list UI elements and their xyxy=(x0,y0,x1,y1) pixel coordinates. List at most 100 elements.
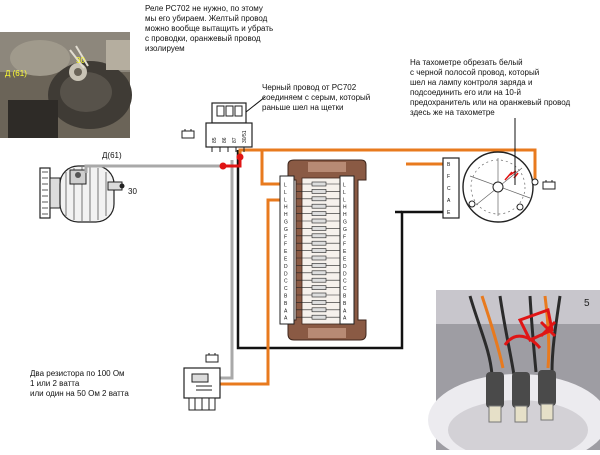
alternator-30-label: 30 xyxy=(128,187,137,196)
fuse-letter: A xyxy=(343,316,347,322)
resistor-note: Два резистора по 100 Ом 1 или 2 ватта ил… xyxy=(30,369,129,398)
fuse-right-strip xyxy=(339,175,355,325)
tachometer-photo: 5 xyxy=(428,290,600,455)
svg-text:шел на лампу контроля заряда и: шел на лампу контроля заряда и xyxy=(410,78,532,87)
fuse-element xyxy=(311,211,327,216)
fuse-letter: L xyxy=(343,197,346,203)
fuse-letter: B xyxy=(284,301,288,307)
fuse-left-strip xyxy=(279,175,295,325)
fuse-letter: B xyxy=(284,294,288,300)
fuse-element xyxy=(311,263,327,268)
tacho-note: На тахометре обрезать белый с черной пол… xyxy=(410,58,571,117)
leader-black-wire-note xyxy=(245,96,266,113)
fuse-letter: D xyxy=(284,264,288,270)
fuse-letter: H xyxy=(284,212,288,218)
svg-text:мы его убираем. Желтый провод: мы его убираем. Желтый провод xyxy=(145,14,268,23)
orange-wire-resistor xyxy=(218,198,285,386)
svg-text:с проводки, оранжевый провод: с проводки, оранжевый провод xyxy=(145,34,261,43)
fuse-element xyxy=(311,218,327,224)
fuse-letter: B xyxy=(343,294,347,300)
tacho-terminal-b: B xyxy=(447,162,451,168)
fuse-letter: G xyxy=(284,227,288,233)
ground-battery-icon xyxy=(181,129,195,139)
relay-terminal-86: 86 xyxy=(222,137,228,143)
fuse-element xyxy=(311,285,327,290)
fuse-letter: E xyxy=(343,257,347,263)
tacho-terminal-f: F xyxy=(447,174,450,180)
grey-wire-to-resistor xyxy=(218,160,234,380)
fuse-letter: B xyxy=(343,301,347,307)
svg-text:Реле РС702 не нужно, по этому: Реле РС702 не нужно, по этому xyxy=(145,4,263,13)
fuse-letter: L xyxy=(343,190,346,196)
fuse-letter: A xyxy=(343,308,347,314)
fuse-element xyxy=(311,248,327,253)
fuse-element xyxy=(311,307,327,313)
relay-terminal-30-51: 30/51 xyxy=(242,130,248,143)
relay-terminal-87: 87 xyxy=(232,137,238,143)
fuse-letter: C xyxy=(343,279,347,285)
svg-text:раньше шел на щетки: раньше шел на щетки xyxy=(262,103,343,112)
tachometer: B F C A E xyxy=(442,151,556,223)
junction-dot-right xyxy=(236,153,244,161)
fuse-element xyxy=(311,196,327,202)
fuse-element xyxy=(311,270,327,276)
photo-d61-label: Д (61) xyxy=(5,69,27,78)
svg-text:можно вообще вытащить и убрать: можно вообще вытащить и убрать xyxy=(145,24,273,33)
fuse-letter: F xyxy=(343,242,346,248)
orange-wire-fusebox xyxy=(238,148,285,186)
fuse-letter: H xyxy=(284,205,288,211)
fuse-letter: F xyxy=(343,234,346,240)
orange-wire-tachometer xyxy=(262,148,537,180)
tacho-terminal-a: A xyxy=(447,198,451,204)
fuse-letter: E xyxy=(284,257,288,263)
tacho-terminal-c: C xyxy=(447,186,451,192)
relay-connector: 85 86 87 30/51 xyxy=(181,102,253,152)
svg-text:1 или 2 ватта: 1 или 2 ватта xyxy=(30,379,80,388)
fuse-letter: D xyxy=(343,264,347,270)
relay-terminal-85: 85 xyxy=(212,137,218,143)
fuse-letter: G xyxy=(343,227,347,233)
fuse-element xyxy=(311,189,327,194)
tacho-ground-icon xyxy=(542,180,556,190)
fuse-letter: F xyxy=(284,242,287,248)
fuse-letter: L xyxy=(284,190,287,196)
svg-text:или один на 50 Ом 2 ватта: или один на 50 Ом 2 ватта xyxy=(30,389,129,398)
fuse-element xyxy=(311,300,327,305)
fuse-letter: G xyxy=(284,220,288,226)
fuse-letter: A xyxy=(284,308,288,314)
fuse-letter: C xyxy=(343,286,347,292)
fuse-letter: E xyxy=(284,249,288,255)
grey-wire-alternator xyxy=(84,164,232,173)
fuse-letter: F xyxy=(284,234,287,240)
fuse-letter: D xyxy=(284,271,288,277)
fuse-letter: H xyxy=(343,205,347,211)
svg-text:изолируем: изолируем xyxy=(145,44,185,53)
svg-text:соединяем с серым, который: соединяем с серым, который xyxy=(262,93,370,102)
fuse-letter: L xyxy=(284,183,287,189)
fuse-element xyxy=(311,240,327,246)
svg-text:с черной полосой провод, котор: с черной полосой провод, который xyxy=(410,68,539,77)
svg-text:здесь же на тахометре: здесь же на тахометре xyxy=(410,108,495,117)
fuse-element xyxy=(311,314,327,320)
junction-dot-left xyxy=(219,162,227,170)
fuse-letter: E xyxy=(343,249,347,255)
fuse-letter: H xyxy=(343,212,347,218)
fuse-element xyxy=(311,255,327,261)
svg-text:Черный провод от РС702: Черный провод от РС702 xyxy=(262,83,357,92)
alternator: Д(61) 30 xyxy=(39,151,137,223)
fuse-letter: D xyxy=(343,271,347,277)
fuse-letter: L xyxy=(284,197,287,203)
fuse-element xyxy=(311,203,327,209)
alternator-d61-label: Д(61) xyxy=(102,151,122,160)
fuse-element xyxy=(311,277,327,283)
svg-text:На тахометре обрезать белый: На тахометре обрезать белый xyxy=(410,58,523,67)
fuse-letter: A xyxy=(284,316,288,322)
svg-text:подсоединить его или на 10-й: подсоединить его или на 10-й xyxy=(410,88,521,97)
fuse-letter: L xyxy=(343,183,346,189)
fuse-element xyxy=(311,181,327,187)
black-wire-to-tachometer xyxy=(236,150,452,350)
photo-30-label: 30 xyxy=(76,56,85,65)
